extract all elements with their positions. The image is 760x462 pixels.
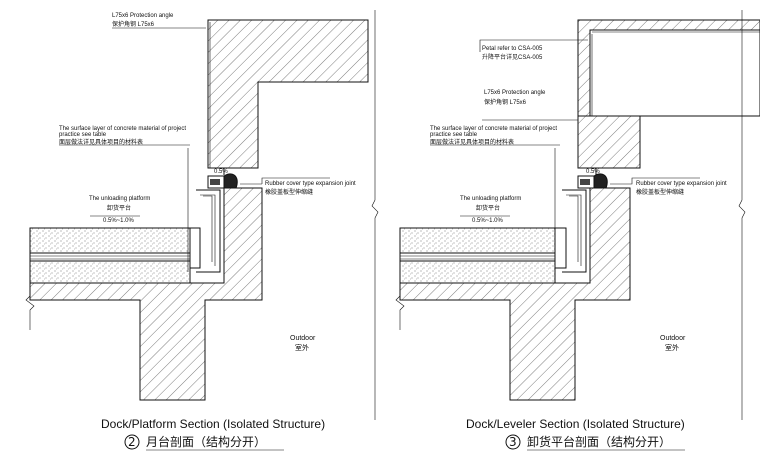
right-title-badge: [505, 434, 521, 450]
left-title-cn: 月台剖面（结构分开）: [146, 434, 266, 449]
right-title-en: Dock/Leveler Section (Isolated Structure…: [466, 417, 685, 431]
left-rubber-joint: [207, 173, 238, 189]
right-petal-en: Petal refer to CSA-005: [482, 46, 543, 52]
right-platform-en: The unloading platform: [460, 196, 521, 202]
left-platform-slope: 0.5%~1.0%: [103, 218, 135, 224]
right-petal-cn: 升降平台详见CSA-005: [482, 53, 543, 61]
right-section: Petal refer to CSA-005 升降平台详见CSA-005 L75…: [395, 10, 760, 451]
right-angle-label-en: L75x6 Protection angle: [484, 90, 546, 96]
left-surface-note-2: practice see table: [59, 132, 107, 138]
left-title-en: Dock/Platform Section (Isolated Structur…: [101, 417, 325, 431]
left-dock-structure: [29, 187, 263, 401]
left-angle-label-en: L75x6 Protection angle: [112, 13, 174, 19]
left-building-wall: [207, 19, 369, 169]
right-building-wall: [577, 19, 760, 169]
right-platform-slope: 0.5%~1.0%: [472, 218, 504, 224]
right-surface-note-2: practice see table: [430, 132, 478, 138]
right-title-cn: 卸货平台剖面（结构分开）: [527, 434, 671, 449]
left-rubber-joint-en: Rubber cover type expansion joint: [265, 181, 356, 187]
left-surface-note-1: The surface layer of concrete material o…: [59, 126, 186, 132]
left-outdoor-en: Outdoor: [290, 335, 316, 342]
left-title-num: 2: [128, 435, 136, 449]
right-break-line: [738, 10, 746, 420]
right-outdoor-cn: 室外: [665, 343, 679, 352]
right-angle-upper: [578, 167, 597, 175]
left-rubber-joint-cn: 橡胶盖板型伸缩缝: [265, 188, 313, 196]
left-angle-label-cn: 保护角钢 L75x6: [112, 20, 155, 28]
right-surface-note-1: The surface layer of concrete material o…: [430, 126, 557, 132]
right-rubber-joint: [577, 173, 608, 189]
left-title-badge: [124, 434, 140, 450]
right-angle-label-cn: 保护角钢 L75x6: [484, 98, 527, 106]
left-section: L75x6 Protection angle 保护角钢 L75x6 The su…: [25, 10, 379, 451]
right-surface-note-cn: 面层做法详见具体项目的材料表: [430, 138, 514, 146]
left-break-line: [371, 10, 379, 420]
left-surface-note-cn: 面层做法详见具体项目的材料表: [59, 138, 143, 146]
left-slope-top: 0.5%: [214, 169, 228, 175]
right-title-num: 3: [509, 435, 517, 449]
right-rubber-joint-en: Rubber cover type expansion joint: [636, 181, 727, 187]
right-platform-slab: [399, 227, 556, 284]
left-platform-cn: 卸货平台: [107, 204, 131, 212]
right-platform-cn: 卸货平台: [476, 204, 500, 212]
left-platform-en: The unloading platform: [89, 196, 150, 202]
right-dock-structure: [399, 187, 631, 401]
right-slope-top: 0.5%: [586, 169, 600, 175]
right-outdoor-en: Outdoor: [660, 335, 686, 342]
left-angle-upper: [208, 167, 225, 175]
left-outdoor-cn: 室外: [295, 343, 309, 352]
right-rubber-joint-cn: 橡胶盖板型伸缩缝: [636, 188, 684, 196]
